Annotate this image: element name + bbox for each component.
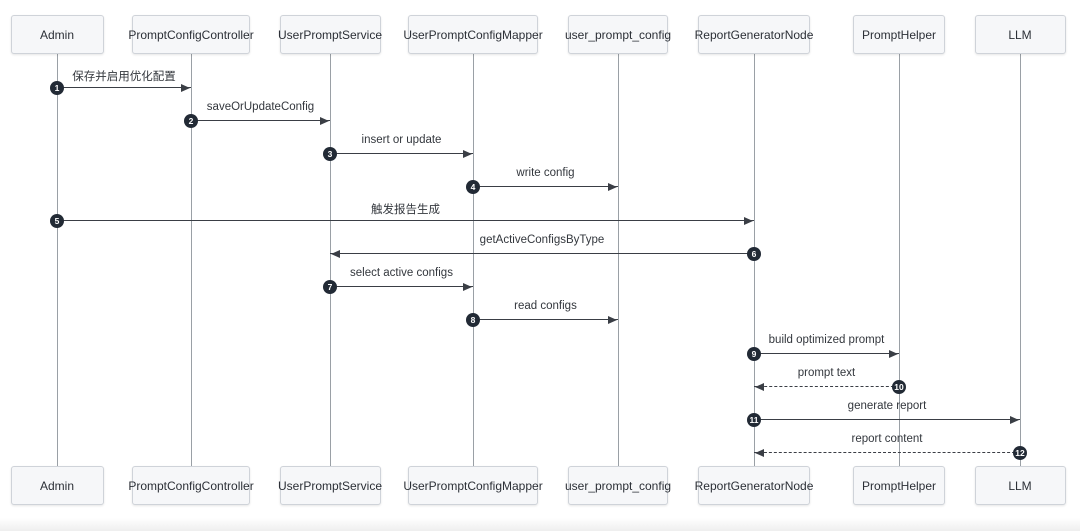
message-6-seq-badge: 6	[747, 247, 761, 261]
actor-promptconfigcontroller-top-box: PromptConfigController	[128, 15, 254, 54]
message-9-line	[754, 353, 899, 354]
message-8-arrowhead-icon	[608, 316, 617, 324]
actor-admin-bottom-box: Admin	[10, 466, 104, 505]
message-9-arrowhead-icon	[889, 350, 898, 358]
message-1-arrowhead-icon	[181, 84, 190, 92]
message-5-arrowhead-icon	[744, 217, 753, 225]
lifeline-prompthelper	[899, 54, 900, 466]
lifeline-userpromptservice	[330, 54, 331, 466]
lifeline-llm	[1020, 54, 1021, 466]
message-4-arrowhead-icon	[608, 183, 617, 191]
message-5-line	[57, 220, 754, 221]
message-7-label: select active configs	[350, 267, 453, 279]
bottom-shadow-gradient	[0, 518, 1080, 531]
message-3-seq-badge: 3	[323, 147, 337, 161]
actor-userpromptconfigmapper-top-box: UserPromptConfigMapper	[403, 15, 543, 54]
message-12-label: report content	[851, 433, 923, 445]
actor-userpromptconfigmapper-bottom-box: UserPromptConfigMapper	[403, 466, 543, 505]
message-11-line	[754, 419, 1020, 420]
lifeline-promptconfigcontroller	[191, 54, 192, 466]
message-10-seq-badge: 10	[892, 380, 906, 394]
actor-admin-top-box: Admin	[10, 15, 104, 54]
message-8-label: read configs	[514, 300, 577, 312]
message-8-line	[473, 319, 618, 320]
message-11-arrowhead-icon	[1010, 416, 1019, 424]
actor-prompthelper-top-box: PromptHelper	[853, 15, 945, 54]
message-9-label: build optimized prompt	[768, 334, 885, 346]
message-3-arrowhead-icon	[463, 150, 472, 158]
lifeline-user-prompt-config	[618, 54, 619, 466]
message-10-label: prompt text	[797, 367, 856, 379]
message-6-arrowhead-icon	[331, 250, 340, 258]
message-1-line	[57, 87, 191, 88]
message-2-arrowhead-icon	[320, 117, 329, 125]
actor-llm-bottom-box: LLM	[974, 466, 1066, 505]
message-12-seq-badge: 12	[1013, 446, 1027, 460]
message-4-seq-badge: 4	[466, 180, 480, 194]
message-5-label: 触发报告生成	[371, 204, 440, 216]
message-1-seq-badge: 1	[50, 81, 64, 95]
message-8-seq-badge: 8	[466, 313, 480, 327]
message-7-line	[330, 286, 473, 287]
actor-userpromptservice-top-box: UserPromptService	[278, 15, 382, 54]
message-12-line	[754, 452, 1020, 453]
message-6-line	[330, 253, 754, 254]
message-7-arrowhead-icon	[463, 283, 472, 291]
message-3-label: insert or update	[361, 134, 442, 146]
message-7-seq-badge: 7	[323, 280, 337, 294]
message-10-line	[754, 386, 899, 387]
actor-user-prompt-config-top-box: user_prompt_config	[565, 15, 671, 54]
actor-reportgeneratornode-top-box: ReportGeneratorNode	[695, 15, 813, 54]
message-2-label: saveOrUpdateConfig	[206, 101, 315, 113]
actor-prompthelper-bottom-box: PromptHelper	[853, 466, 945, 505]
actor-promptconfigcontroller-bottom-box: PromptConfigController	[128, 466, 254, 505]
message-2-seq-badge: 2	[184, 114, 198, 128]
message-4-label: write config	[516, 167, 575, 179]
message-9-seq-badge: 9	[747, 347, 761, 361]
message-11-label: generate report	[847, 400, 927, 412]
message-11-seq-badge: 11	[747, 413, 761, 427]
message-6-label: getActiveConfigsByType	[479, 234, 605, 246]
message-3-line	[330, 153, 473, 154]
actor-userpromptservice-bottom-box: UserPromptService	[278, 466, 382, 505]
message-1-label: 保存并启用优化配置	[72, 71, 176, 83]
lifeline-userpromptconfigmapper	[473, 54, 474, 466]
message-5-seq-badge: 5	[50, 214, 64, 228]
actor-llm-top-box: LLM	[974, 15, 1066, 54]
message-4-line	[473, 186, 618, 187]
actor-reportgeneratornode-bottom-box: ReportGeneratorNode	[695, 466, 813, 505]
lifeline-admin	[57, 54, 58, 466]
message-10-arrowhead-icon	[755, 383, 764, 391]
message-2-line	[191, 120, 330, 121]
actor-user-prompt-config-bottom-box: user_prompt_config	[565, 466, 671, 505]
message-12-arrowhead-icon	[755, 449, 764, 457]
